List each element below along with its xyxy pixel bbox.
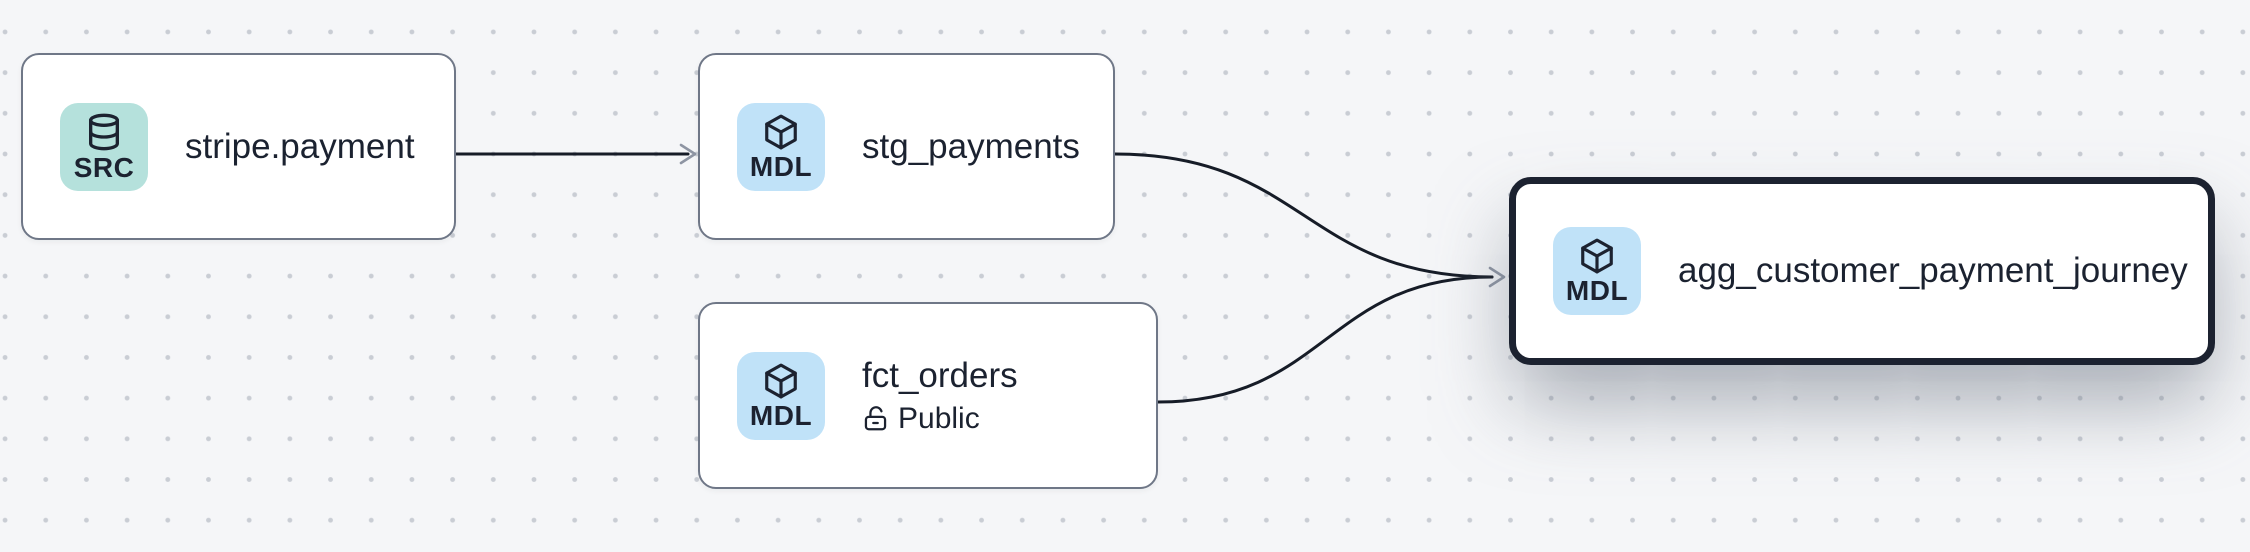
model-type-badge: MDL (737, 102, 825, 191)
node-title: stg_payments (862, 126, 1080, 166)
access-label: Public (898, 401, 980, 435)
cube-icon (765, 363, 797, 398)
node-title: stripe.payment (185, 126, 415, 166)
lock-open-icon (864, 406, 887, 431)
badge-label: MDL (749, 150, 813, 182)
node-agg-customer-payment-journey[interactable]: MDL agg_customer_payment_journey (1509, 177, 2215, 365)
database-icon (89, 113, 120, 150)
arrowhead-icon (1488, 266, 1506, 288)
cube-icon (1581, 238, 1613, 274)
node-title: fct_orders (862, 355, 1018, 395)
badge-label: MDL (749, 399, 813, 431)
model-type-badge: MDL (737, 351, 825, 440)
edge-fct-orders-to-agg-customer-payment-journey[interactable] (1156, 275, 1494, 404)
model-type-badge: MDL (1553, 227, 1641, 315)
badge-label: MDL (1565, 275, 1629, 306)
node-stg-payments[interactable]: MDL stg_payments (698, 53, 1115, 240)
edge-stg-payments-to-agg-customer-payment-journey[interactable] (1113, 152, 1494, 279)
node-stripe-payment[interactable]: SRC stripe.payment (21, 53, 456, 240)
cube-icon (765, 114, 797, 149)
arrowhead-icon (679, 143, 697, 165)
node-title: agg_customer_payment_journey (1678, 251, 2188, 290)
source-type-badge: SRC (60, 102, 148, 191)
node-fct-orders[interactable]: MDL fct_orders Public (698, 302, 1158, 489)
badge-label: SRC (73, 151, 135, 183)
access-row: Public (862, 401, 1018, 437)
